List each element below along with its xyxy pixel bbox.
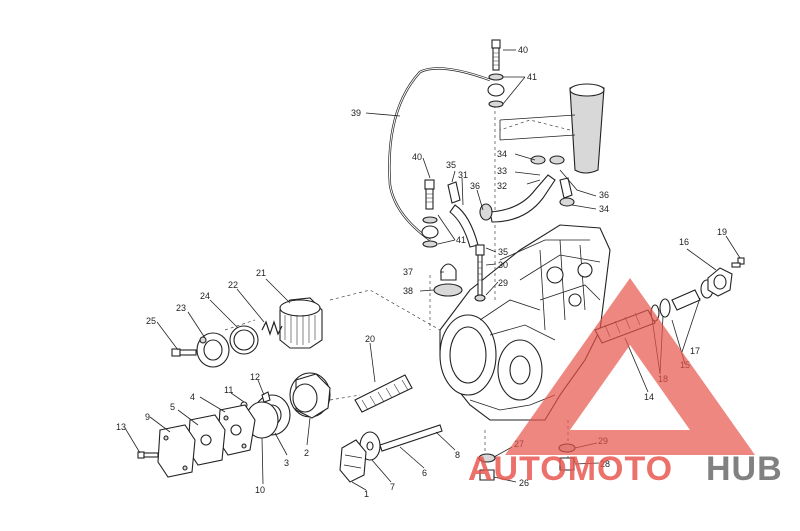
oil-line-39 [388, 67, 491, 241]
banjo-bolt-30 [474, 244, 486, 302]
bolt-19 [731, 257, 745, 268]
callout-41-lower: 41 [456, 235, 466, 245]
bolt-25 [171, 348, 197, 357]
callout-7: 7 [390, 482, 395, 492]
callout-21: 21 [256, 268, 266, 278]
callout-36-right: 36 [599, 190, 609, 200]
callout-35-lower: 35 [498, 247, 508, 257]
callout-22: 22 [228, 280, 238, 290]
watermark-logo: AUTOMOTO HUB [468, 278, 783, 488]
callout-37: 37 [403, 267, 413, 277]
washers-41 [421, 73, 505, 248]
callout-14: 14 [644, 392, 654, 402]
callout-30: 30 [498, 260, 508, 270]
callout-20: 20 [365, 334, 375, 344]
callout-2: 2 [304, 448, 309, 458]
hose-32 [479, 174, 556, 223]
callout-28: 28 [600, 459, 610, 469]
gear-1 [339, 439, 367, 483]
callout-4: 4 [190, 392, 195, 402]
callout-16: 16 [679, 237, 689, 247]
fittings-34-36 [530, 155, 575, 207]
plug-37 [433, 263, 463, 297]
callout-19: 19 [717, 227, 727, 237]
callout-labels: 1 2 3 4 5 6 7 8 9 10 11 12 13 14 15 16 1… [116, 45, 727, 499]
callout-8: 8 [455, 450, 460, 460]
callout-34-right: 34 [599, 204, 609, 214]
pump-rotor-2 [289, 372, 331, 419]
watermark-triangle-icon [505, 278, 755, 455]
watermark-text-automoto: AUTOMOTO [468, 450, 673, 488]
spring-22 [261, 320, 283, 336]
callout-23: 23 [176, 303, 186, 313]
callout-40-lower: 40 [412, 152, 422, 162]
o-ring-24 [229, 325, 259, 355]
screw-13 [137, 451, 159, 459]
callout-40-upper: 40 [518, 45, 528, 55]
connector-17 [671, 279, 714, 311]
hose-31 [447, 181, 479, 248]
shaft-8 [379, 424, 443, 452]
callout-32: 32 [497, 181, 507, 191]
callout-34-left: 34 [497, 149, 507, 159]
flange-16 [707, 267, 733, 297]
callout-33: 33 [497, 166, 507, 176]
callout-26: 26 [519, 478, 529, 488]
callout-1: 1 [364, 489, 369, 499]
callout-38: 38 [403, 286, 413, 296]
callout-29-upper: 29 [498, 278, 508, 288]
callout-12: 12 [250, 372, 260, 382]
callout-13: 13 [116, 422, 126, 432]
callout-25: 25 [146, 316, 156, 326]
callout-36-left: 36 [470, 181, 480, 191]
callout-11: 11 [224, 385, 233, 395]
callout-35-upper: 35 [446, 160, 456, 170]
plate-9 [157, 424, 196, 478]
callout-9: 9 [145, 412, 150, 422]
callout-5: 5 [170, 402, 175, 412]
filter-cover-23 [196, 332, 230, 368]
callout-31: 31 [458, 170, 468, 180]
watermark-text-hub: HUB [706, 450, 783, 488]
callout-39: 39 [351, 108, 361, 118]
gasket-5 [187, 414, 226, 466]
callout-17: 17 [690, 346, 700, 356]
callout-24: 24 [200, 291, 210, 301]
callout-41-upper: 41 [527, 72, 537, 82]
callout-10: 10 [255, 485, 265, 495]
frame-tube [499, 83, 605, 174]
bolt-40-upper [491, 39, 501, 71]
strainer-20 [354, 374, 413, 413]
callout-3: 3 [284, 458, 289, 468]
callout-6: 6 [422, 468, 427, 478]
bolt-40-lower [424, 179, 435, 210]
oil-filter-21 [279, 297, 323, 349]
